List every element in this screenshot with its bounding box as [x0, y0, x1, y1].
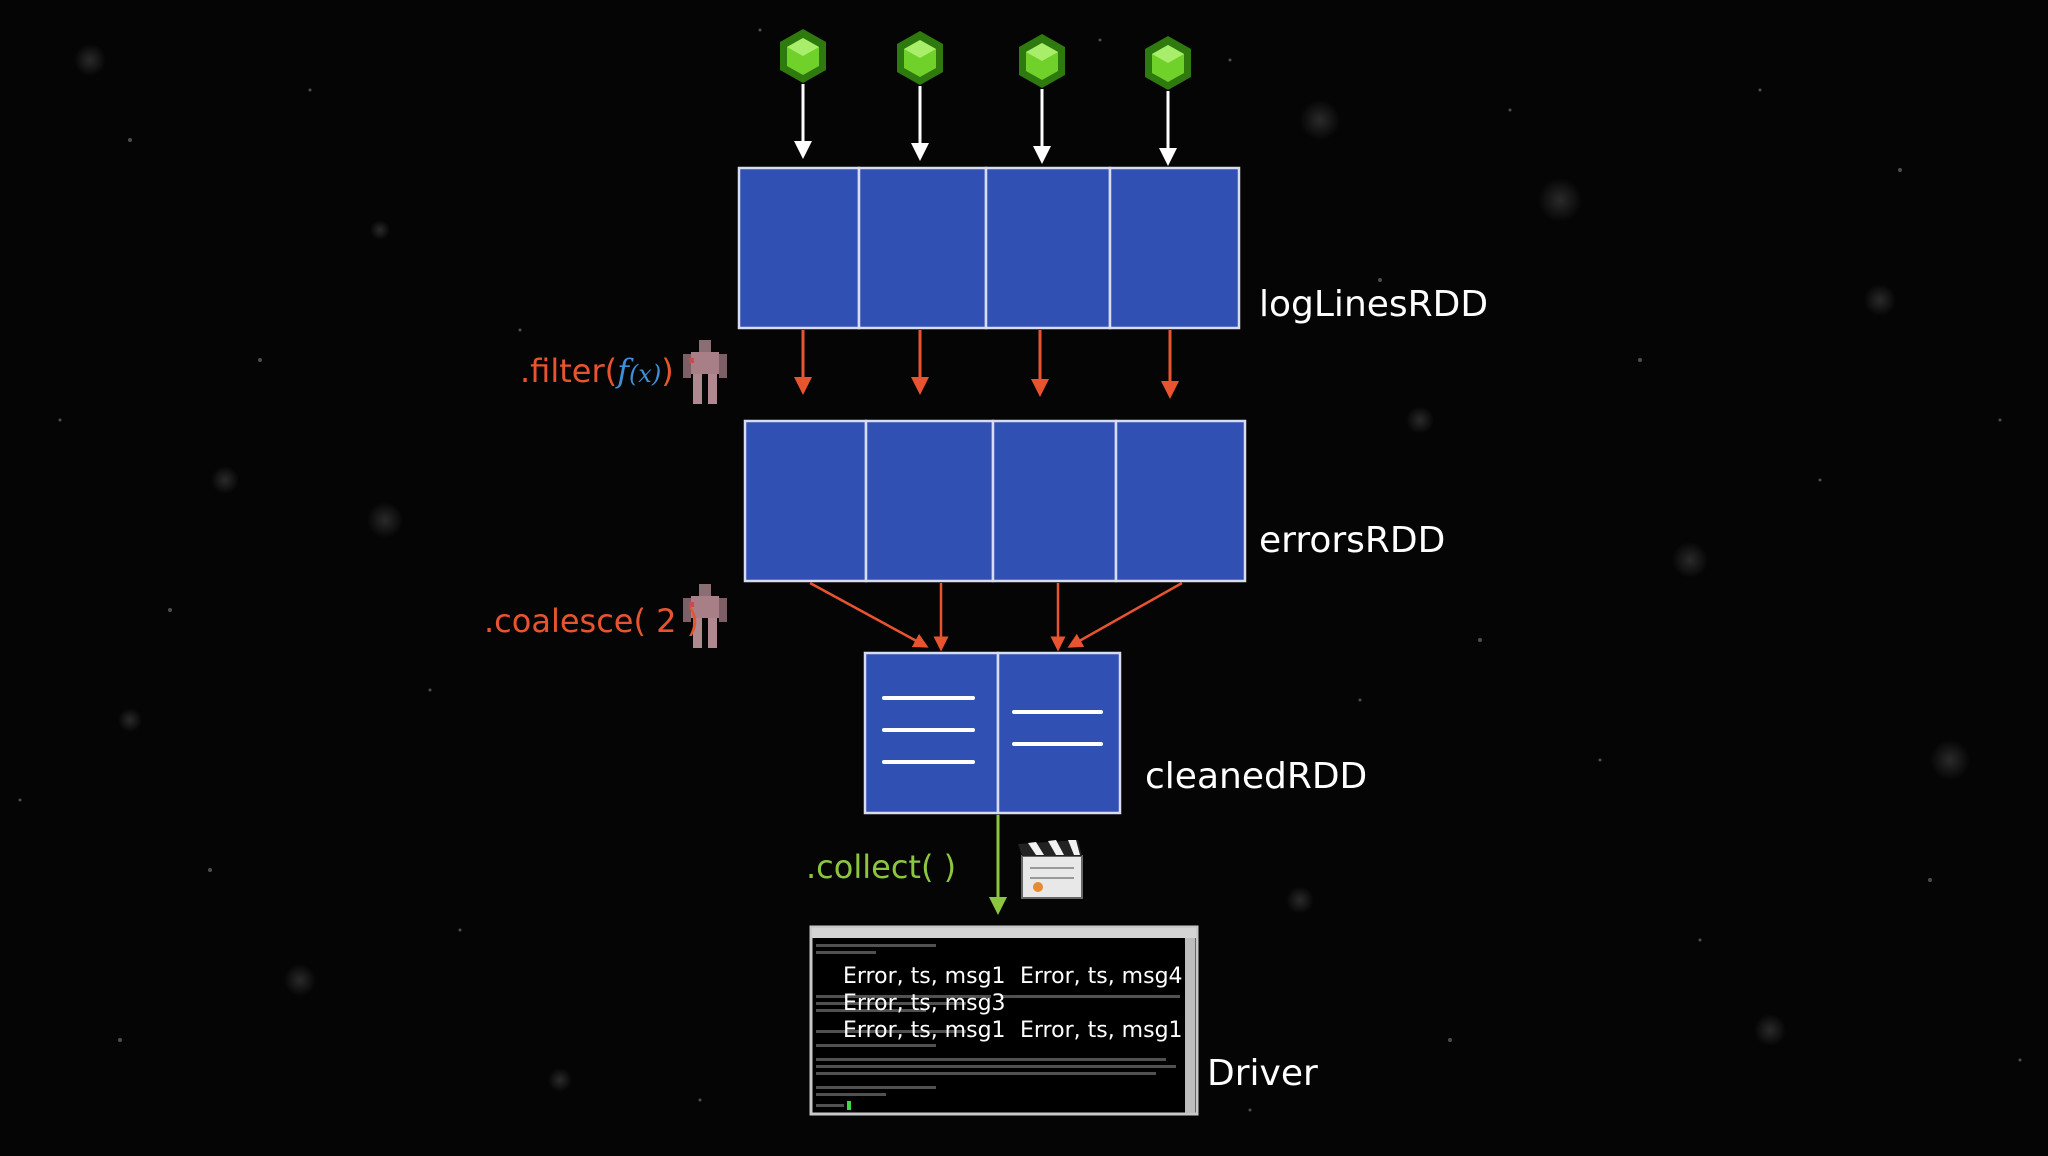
- errors-rdd-label: errorsRDD: [1259, 520, 1446, 561]
- green-hexagon-node-icon: [1019, 34, 1065, 88]
- coalesce-arrows: [809, 581, 1183, 652]
- load-arrows: [794, 84, 1177, 166]
- rdd-partition: [737, 166, 861, 330]
- driver-result-cell: Error, ts, msg1: [843, 964, 1006, 989]
- green-hexagon-node-icon: [897, 31, 943, 85]
- terminal-cursor: [847, 1101, 851, 1110]
- green-hexagon-node-icon: [780, 29, 826, 83]
- green-hexagon-node-icon: [1145, 36, 1191, 90]
- robot-transformer-icon: [683, 584, 727, 648]
- errors-rdd: [743, 419, 1247, 583]
- filter-operation-label: .filter(f(x)): [520, 352, 674, 390]
- rdd-partition: [864, 419, 995, 583]
- rdd-partition: [1108, 166, 1241, 330]
- filter-prefix: .filter(: [520, 352, 618, 390]
- filter-arrows: [794, 330, 1179, 399]
- cleaned-rdd-label: cleanedRDD: [1145, 756, 1368, 797]
- loglines-rdd-label: logLinesRDD: [1259, 284, 1489, 325]
- terminal-background-text: [816, 944, 1180, 1107]
- robot-transformer-icon: [683, 340, 727, 404]
- rdd-partition: [984, 166, 1112, 330]
- rdd-partition: [991, 419, 1118, 583]
- rdd-partition: [863, 651, 1000, 815]
- coalesce-operation-label: .coalesce( 2 ): [484, 602, 700, 640]
- rdd-partition: [743, 419, 868, 583]
- loglines-rdd: [737, 166, 1241, 330]
- driver-terminal: [809, 925, 1199, 1116]
- rdd-partition: [857, 166, 988, 330]
- filter-suffix: ): [661, 352, 674, 390]
- rdd-partition: [1114, 419, 1247, 583]
- record-lines: [882, 696, 1103, 764]
- driver-result-cell: Error, ts, msg1: [1020, 1018, 1183, 1043]
- source-node-icons: [780, 29, 1191, 90]
- driver-result-cell: Error, ts, msg3: [843, 991, 1006, 1016]
- collect-operation-label: .collect( ): [806, 848, 957, 886]
- driver-result-cell: Error, ts, msg4: [1020, 964, 1183, 989]
- driver-label: Driver: [1207, 1053, 1318, 1094]
- filter-fx-x: (x): [628, 360, 662, 388]
- cleaned-rdd: [863, 651, 1122, 815]
- background-dust: [18, 28, 2022, 1112]
- driver-result-cell: Error, ts, msg1: [843, 1018, 1006, 1043]
- clapperboard-icon: [1018, 840, 1083, 899]
- rdd-partition: [996, 651, 1122, 815]
- filter-fx-f: f: [617, 352, 629, 390]
